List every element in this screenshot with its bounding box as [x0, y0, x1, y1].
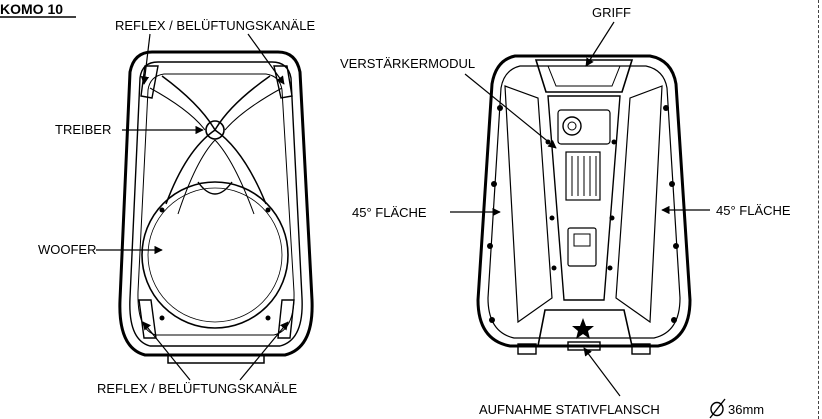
rear-screws [487, 105, 679, 323]
heatsink [565, 151, 601, 201]
reflex-vent-bottom-right [277, 299, 295, 339]
reflex-vent-top-right [273, 65, 293, 99]
diameter-icon [709, 398, 726, 419]
driver-center [205, 120, 225, 140]
rear-foot-right [631, 343, 651, 355]
rear-center-column [547, 95, 621, 301]
label-face-right: 45° FLÄCHE [716, 203, 791, 218]
rear-speaker [476, 54, 692, 355]
reflex-vent-top-left [140, 65, 159, 99]
amp-plate [557, 109, 611, 145]
horn-mouth [197, 181, 233, 195]
label-stand-mount: AUFNAHME STATIVFLANSCH [479, 402, 660, 417]
label-woofer: WOOFER [38, 242, 97, 257]
horn-waveguide [161, 75, 271, 132]
label-face-left: 45° FLÄCHE [352, 205, 427, 220]
rear-cabinet-inner [487, 65, 681, 339]
woofer-cone [141, 181, 289, 329]
front-speaker [118, 50, 314, 364]
face-left [504, 85, 553, 324]
reflex-vent-bottom-left [138, 299, 157, 339]
label-reflex-top: REFLEX / BELÜFTUNGSKANÄLE [115, 18, 315, 33]
label-handle: GRIFF [592, 5, 631, 20]
front-screws [159, 207, 271, 321]
star-icon [572, 318, 594, 339]
face-right [615, 85, 663, 324]
label-driver: TREIBER [55, 122, 111, 137]
rear-foot-left [517, 343, 537, 355]
page-title: KOMO 10 [0, 1, 63, 17]
handle [534, 59, 634, 93]
label-reflex-bottom: REFLEX / BELÜFTUNGSKANÄLE [97, 381, 297, 396]
label-stand-diameter: 36mm [728, 402, 764, 417]
rear-cabinet-outline [476, 54, 692, 348]
power-inlet [567, 227, 597, 267]
xlr-socket [562, 116, 582, 136]
label-amp-module: VERSTÄRKERMODUL [340, 56, 475, 71]
front-base [167, 354, 265, 364]
front-cabinet-outline [118, 50, 314, 357]
page-edge-divider [818, 0, 819, 419]
front-grille-inner [129, 61, 303, 347]
leader-lines [96, 21, 710, 397]
